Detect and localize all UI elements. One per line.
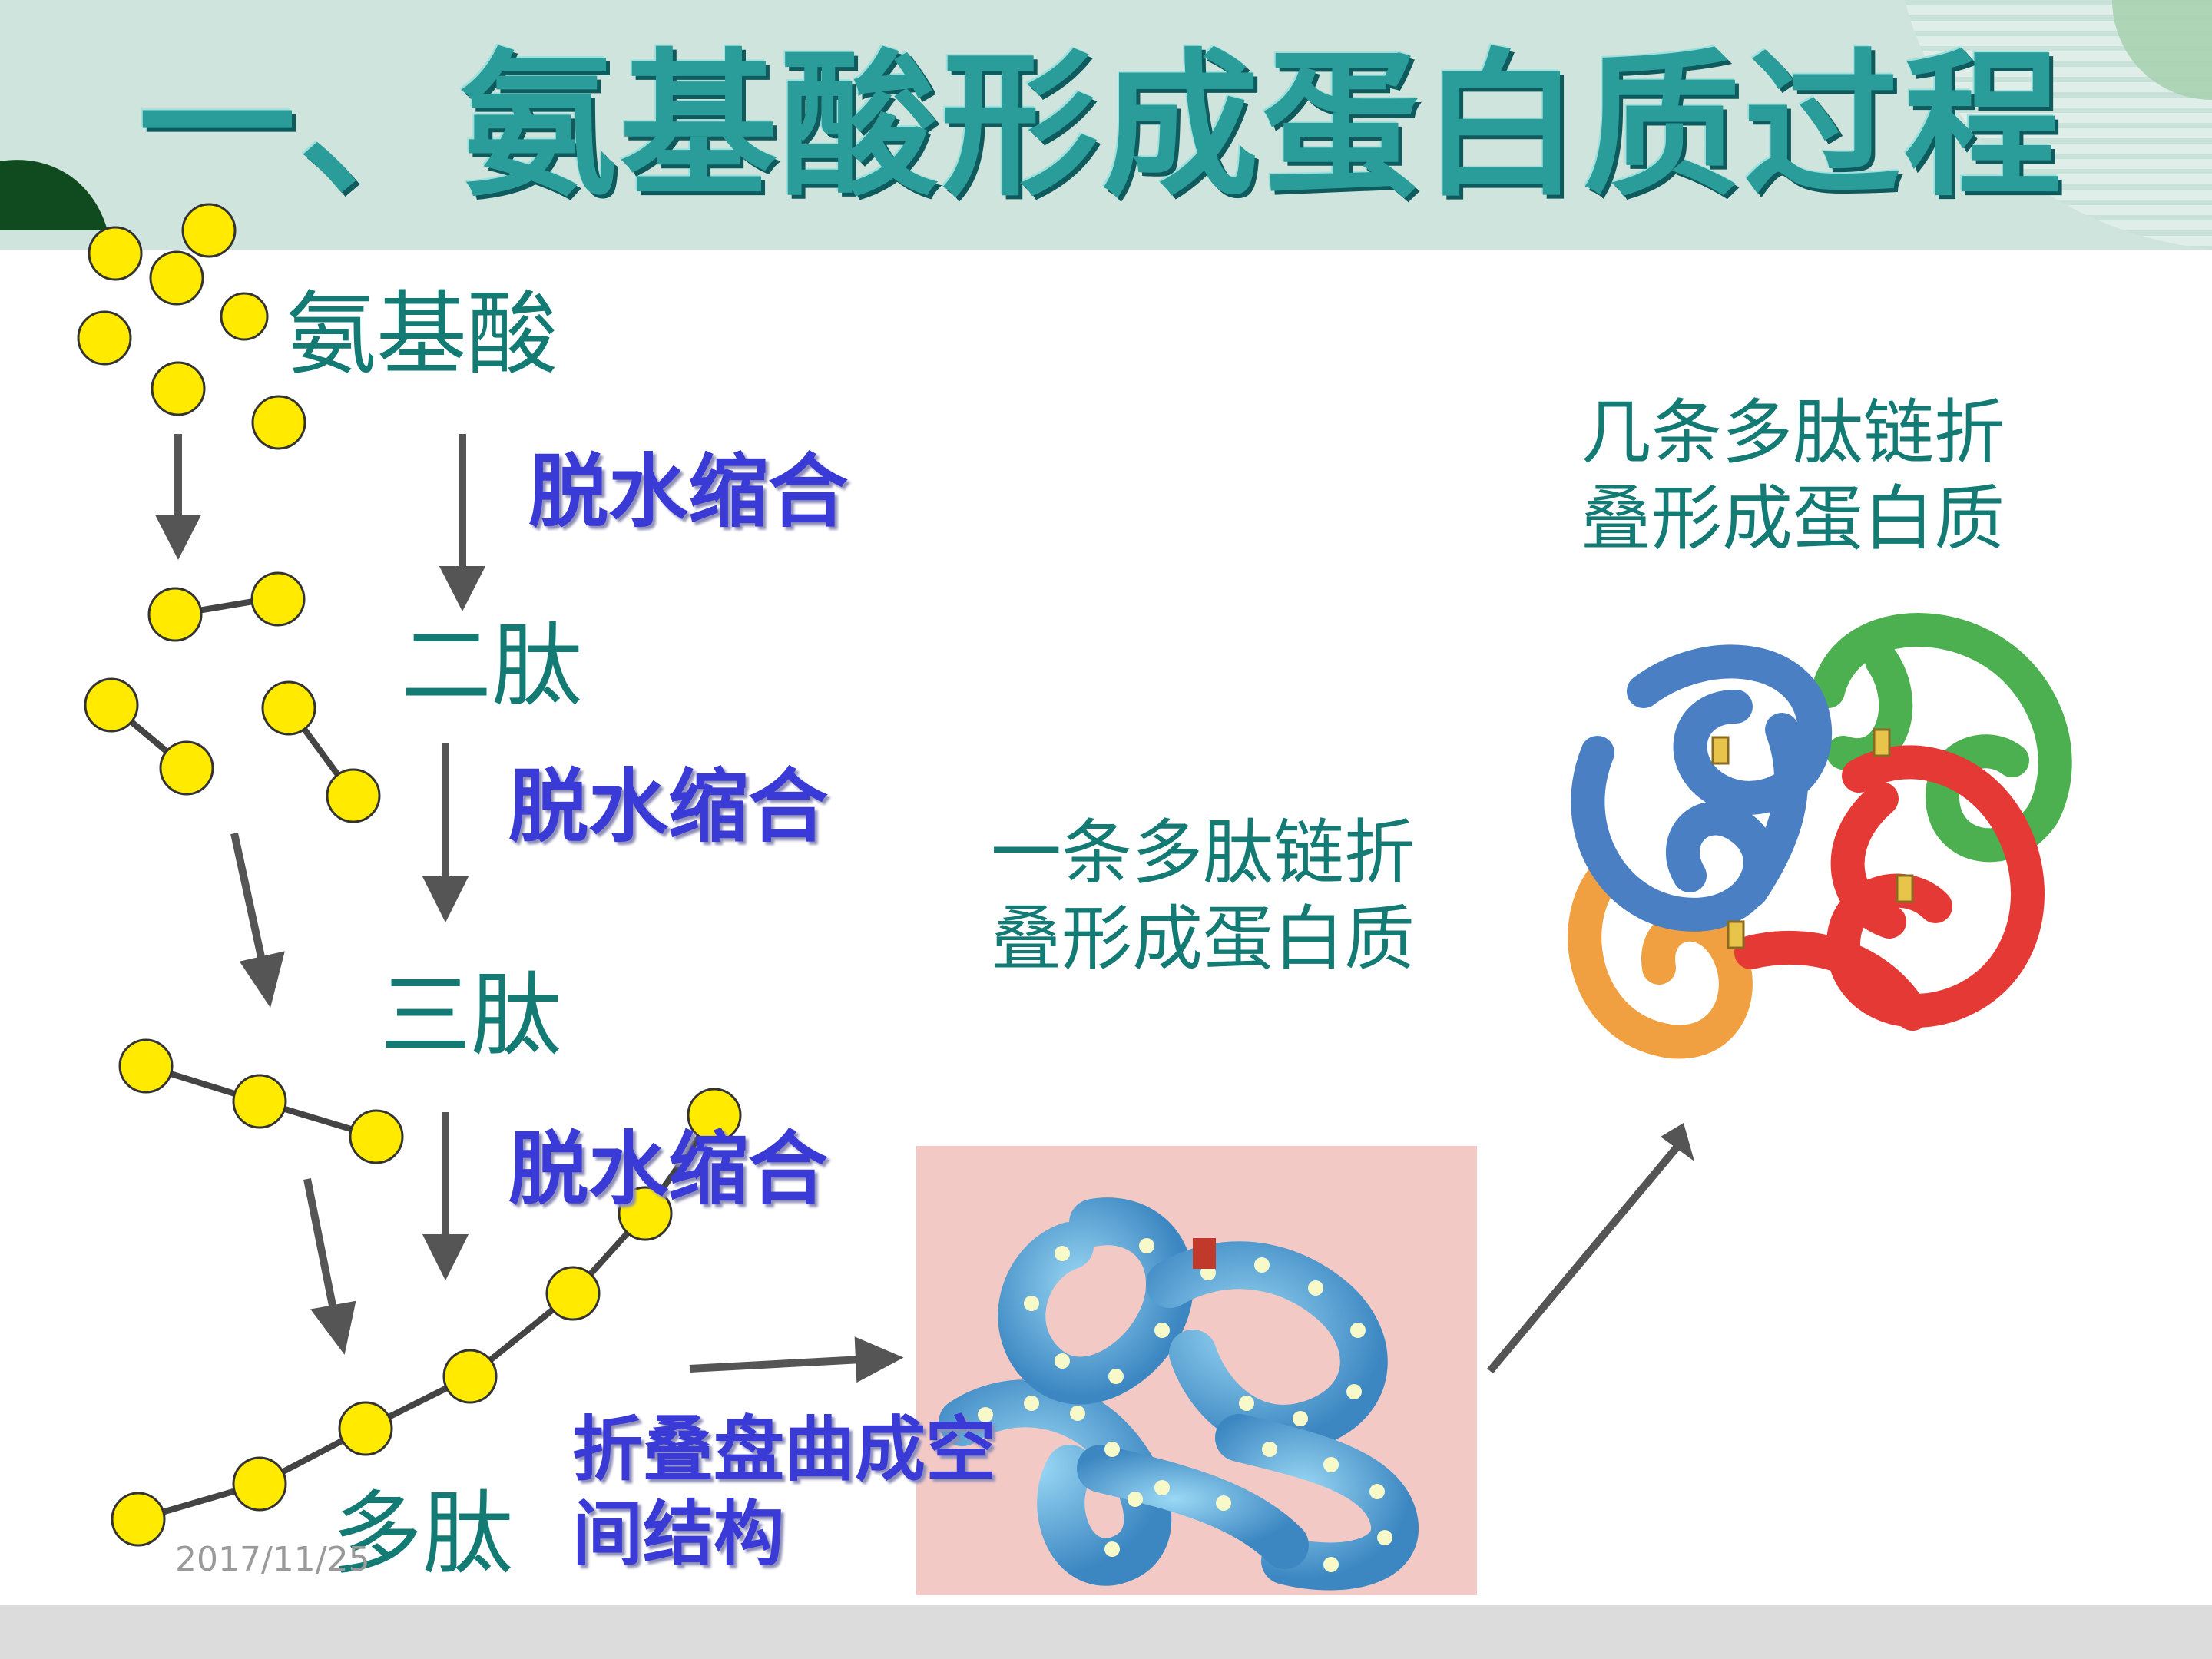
peptide-diagram (77, 203, 904, 1547)
label-amino-acid: 氨基酸 (286, 281, 558, 387)
amino-acid-beads (77, 203, 306, 450)
process-arrows (154, 434, 904, 1383)
label-dipeptide: 二肽 (401, 613, 583, 719)
left-dark-arc (0, 160, 108, 230)
label-condensation-3: 脱水缩合 (508, 1121, 829, 1216)
label-folding: 折叠盘曲成空间结构 (572, 1408, 997, 1576)
footer-band (0, 1605, 2212, 1659)
tripeptide-beads (84, 677, 381, 823)
dipeptide-beads (147, 571, 306, 642)
slide-title: 一、氨基酸形成蛋白质过程 (138, 35, 2065, 218)
label-polypeptide: 多肽 (332, 1481, 514, 1587)
tripeptide-bonds (109, 702, 356, 798)
corner-disc (2112, 0, 2212, 100)
arrow-to-multichain (1487, 1123, 1694, 1374)
slide-date: 2017/11/25 (175, 1540, 370, 1579)
label-tripeptide: 三肽 (380, 962, 562, 1068)
long-chain-beads (111, 1088, 742, 1547)
label-condensation-2: 脱水缩合 (508, 759, 829, 853)
caption-multi-chain: 几条多肽链折叠形成蛋白质 (1581, 392, 2005, 561)
caption-single-chain: 一条多肽链折叠形成蛋白质 (991, 812, 1416, 981)
single-chain-protein-image (916, 1146, 1477, 1595)
header-band (0, 0, 2212, 250)
polypeptide-beads (118, 1038, 404, 1164)
multi-chain-protein-image (1568, 613, 2072, 1059)
label-condensation-1: 脱水缩合 (528, 444, 849, 538)
